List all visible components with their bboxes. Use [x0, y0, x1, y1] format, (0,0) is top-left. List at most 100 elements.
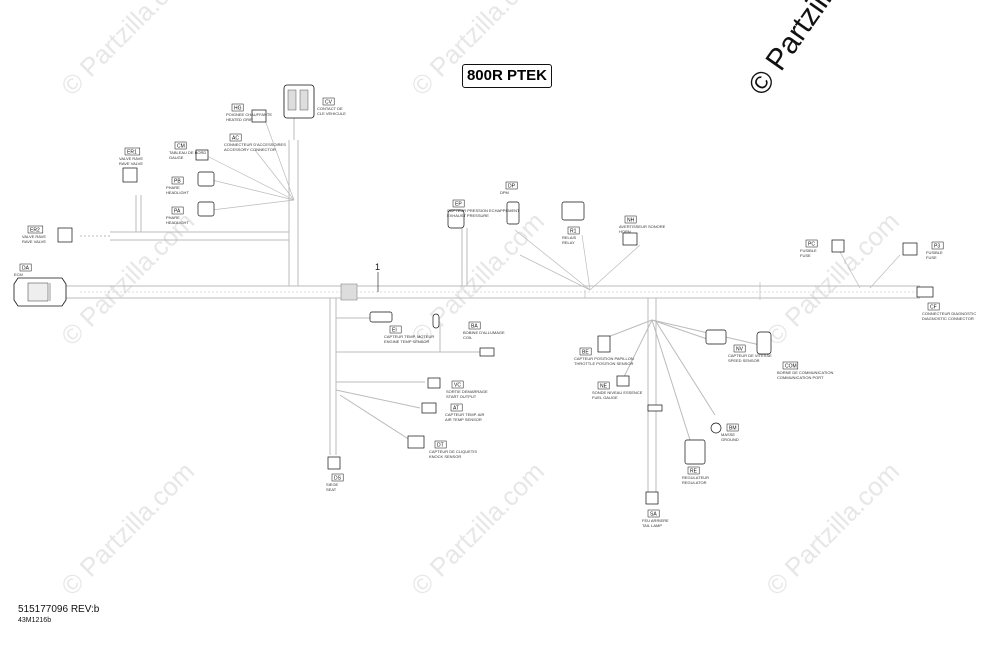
harness-branch-cv [288, 118, 299, 286]
connector-description: FUSIBLE [800, 248, 817, 253]
connector-code: PB [174, 179, 181, 185]
ecm-module [13, 277, 67, 307]
connector-description: RAVE VALVE [119, 161, 143, 166]
connector-code: PC [808, 242, 815, 248]
connector-description: ECM [14, 272, 23, 277]
connector-code-box [229, 133, 242, 142]
connector-code: EP [455, 202, 462, 208]
harness-branch-fan [204, 119, 295, 211]
connector-code-box [451, 380, 464, 389]
connector-code: COM [785, 364, 797, 370]
connector-description: ENGINE TEMP SENSOR [384, 339, 430, 344]
connector-code-box [624, 215, 637, 224]
connector-description: HEATED GRIP [226, 117, 253, 122]
connector-code-box [468, 321, 481, 330]
harness-branch-lower-right [599, 298, 761, 495]
connector-description: FUSIBLE [926, 250, 943, 255]
connector-code: DT [437, 443, 444, 449]
connector-code: P3 [934, 244, 940, 250]
connector-description: KNOCK SENSOR [429, 454, 461, 459]
connector-description: GAUGE [169, 155, 184, 160]
connector-description: AVERTISSEUR SONORE [619, 224, 666, 229]
connector-code: RE [690, 469, 698, 475]
connector-description: RELAY [562, 240, 575, 245]
connector-description: CONTACT DE [317, 106, 343, 111]
connector-code: R1 [570, 229, 577, 235]
connector-description: SPEED SENSOR [728, 358, 760, 363]
main-harness-trunk [66, 285, 920, 299]
connector-code-box [726, 423, 739, 432]
connector-code-box [19, 263, 32, 272]
connector-code-box [647, 509, 660, 518]
connector-description: SORTIE DEMARRAGE [446, 389, 488, 394]
connector-description: FUSE [800, 253, 811, 258]
connector-code: BA [471, 324, 478, 330]
connector-code: ER1 [127, 150, 137, 156]
connector-code-box [171, 176, 184, 185]
connector-description: POIGNEE CHAUFFANTE [226, 112, 272, 117]
connector-description: VALVE RAVE [22, 234, 46, 239]
connector-code: PA [174, 209, 181, 215]
connector-code-box [174, 141, 187, 150]
connector-description: HEADLIGHT [166, 190, 189, 195]
connector-code-box [805, 239, 818, 248]
connector-description: TABLEAU DE BORD [169, 150, 206, 155]
connector-code: EI [392, 328, 397, 334]
connector-description: CAPTEUR DE VITESSE [728, 353, 772, 358]
connector-code-box [687, 466, 700, 475]
harness-branch-ep [461, 228, 468, 286]
connector-code: AT [453, 406, 459, 412]
connector-description: RELAIS [562, 235, 577, 240]
connector-description: MASSE [721, 432, 735, 437]
connector-description: THROTTLE POSITION SENSOR [574, 361, 633, 366]
connector-description: VALVE RAVE [119, 156, 143, 161]
connector-description: FUSE [926, 255, 937, 260]
callout-number: 1 [375, 262, 380, 272]
connector-code: DP [508, 184, 516, 190]
connector-code-box [322, 97, 335, 106]
harness-sleeve [340, 283, 358, 301]
connector-description: HORN [619, 229, 631, 234]
connector-code-box [389, 325, 402, 334]
connector-description: ACCESSORY CONNECTOR [224, 147, 276, 152]
connector-description: COMMUNICATION PORT [777, 375, 824, 380]
connector-description: BOBINE D'ALLUMAGE [463, 330, 505, 335]
connector-code: NE [600, 384, 608, 390]
connector-code-box [733, 344, 746, 353]
connector-code: AC [232, 136, 239, 142]
connector-description: CAPTEUR DE CLIQUETIS [429, 449, 477, 454]
connector-description: CAPTEUR PRESSION ECHAPPEMENT [447, 208, 520, 213]
connector-description: PHARE [166, 215, 180, 220]
connector-description: COIL [463, 335, 473, 340]
connector-description: CONNECTEUR DIAGNOSTIC [922, 311, 976, 316]
connector-code-box [171, 206, 184, 215]
connector-description: PHARE [166, 185, 180, 190]
connector-description: CLE VEHICULE [317, 111, 346, 116]
connector-code-box [124, 147, 141, 156]
connector-code-box [567, 226, 580, 235]
connector-code-box [27, 225, 44, 234]
harness-branch-relay [514, 229, 641, 298]
connector-cv-body [283, 84, 315, 119]
connector-description: DPM [500, 190, 509, 195]
